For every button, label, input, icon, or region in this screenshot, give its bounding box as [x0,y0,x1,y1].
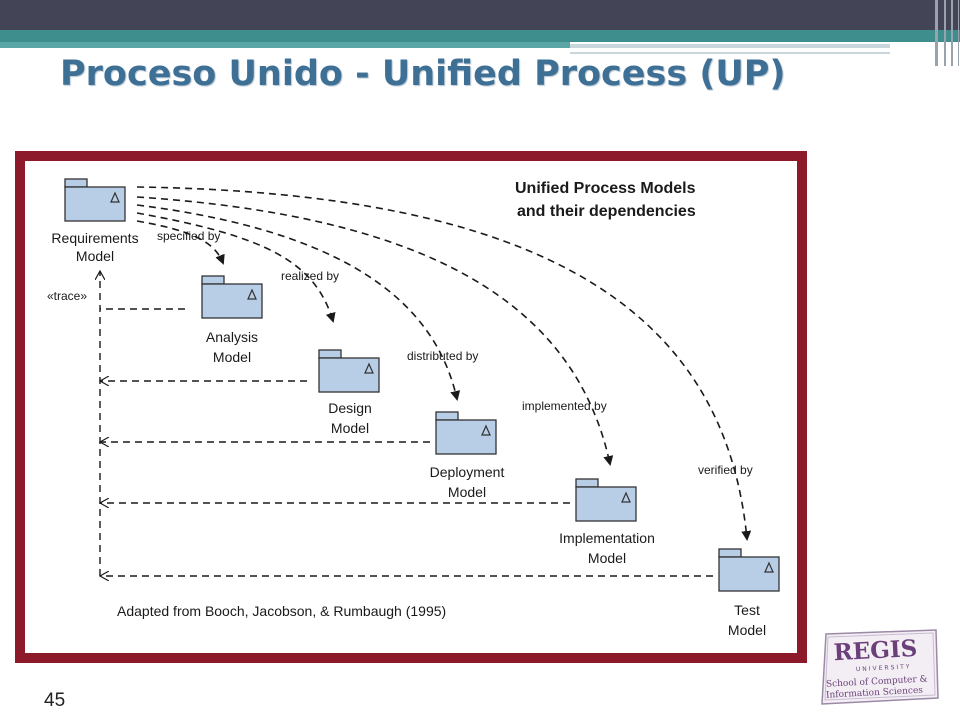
slide-number: 45 [44,690,66,711]
package-icon-implementation [575,478,637,522]
diagram-heading-line2: and their dependencies [517,203,696,220]
package-icon-analysis [201,275,263,319]
slide-title: Proceso Unido - Unified Process (UP) [60,54,786,94]
diagram-canvas: Unified Process Models and their depende… [25,161,797,653]
model-label-deployment-line1: Deployment [430,464,505,480]
model-label-design-line1: Design [328,400,372,416]
package-icon-design [318,349,380,393]
dependency-arc-design [136,212,336,323]
relation-label-implemented-by: implemented by [522,399,607,413]
accent-line [570,44,890,48]
model-label-requirements-line1: Requirements [51,230,138,246]
model-label-test-line1: Test [734,602,760,618]
up-models-diagram: Unified Process Models and their depende… [47,178,780,638]
logo-name: REGIS [833,635,918,666]
model-label-analysis-line1: Analysis [206,329,258,345]
model-label-implementation-line1: Implementation [559,530,655,546]
package-icon-test [718,548,780,592]
dependency-arc-implementation [136,196,614,466]
accent-bar [0,30,960,42]
top-banner [0,0,960,30]
diagram-caption: Adapted from Booch, Jacobson, & Rumbaugh… [117,603,446,619]
package-triangle-icon [481,424,491,436]
relation-label-realized-by: realized by [281,269,339,283]
diagram-heading-line1: Unified Process Models [515,180,696,197]
dependency-arc-test [136,186,752,541]
package-triangle-icon [364,362,374,374]
dependency-arc-deployment [136,204,461,401]
dependency-arc-analysis [136,220,225,265]
decorative-vertical-lines [930,0,960,66]
package-triangle-icon [764,561,774,573]
model-label-deployment-line2: Model [448,484,486,500]
package-icon-requirements [64,178,126,222]
relation-label-distributed-by: distributed by [407,349,478,363]
accent-line-thin [570,52,890,54]
relation-label-specified-by: specified by [157,229,220,243]
accent-bar-light [0,42,570,48]
relation-label-verified-by: verified by [698,463,753,477]
model-label-requirements-line2: Model [76,248,114,264]
trace-label: «trace» [47,289,87,303]
model-label-implementation-line2: Model [588,550,626,566]
package-icon-deployment [435,411,497,455]
model-label-test-line2: Model [728,622,766,638]
package-triangle-icon [247,288,257,300]
regis-university-logo: REGIS UNIVERSITY School of Computer & In… [821,629,939,705]
model-label-design-line2: Model [331,420,369,436]
logo-university: UNIVERSITY [856,663,912,673]
model-label-analysis-line2: Model [213,349,251,365]
package-triangle-icon [110,191,120,203]
package-triangle-icon [621,491,631,503]
